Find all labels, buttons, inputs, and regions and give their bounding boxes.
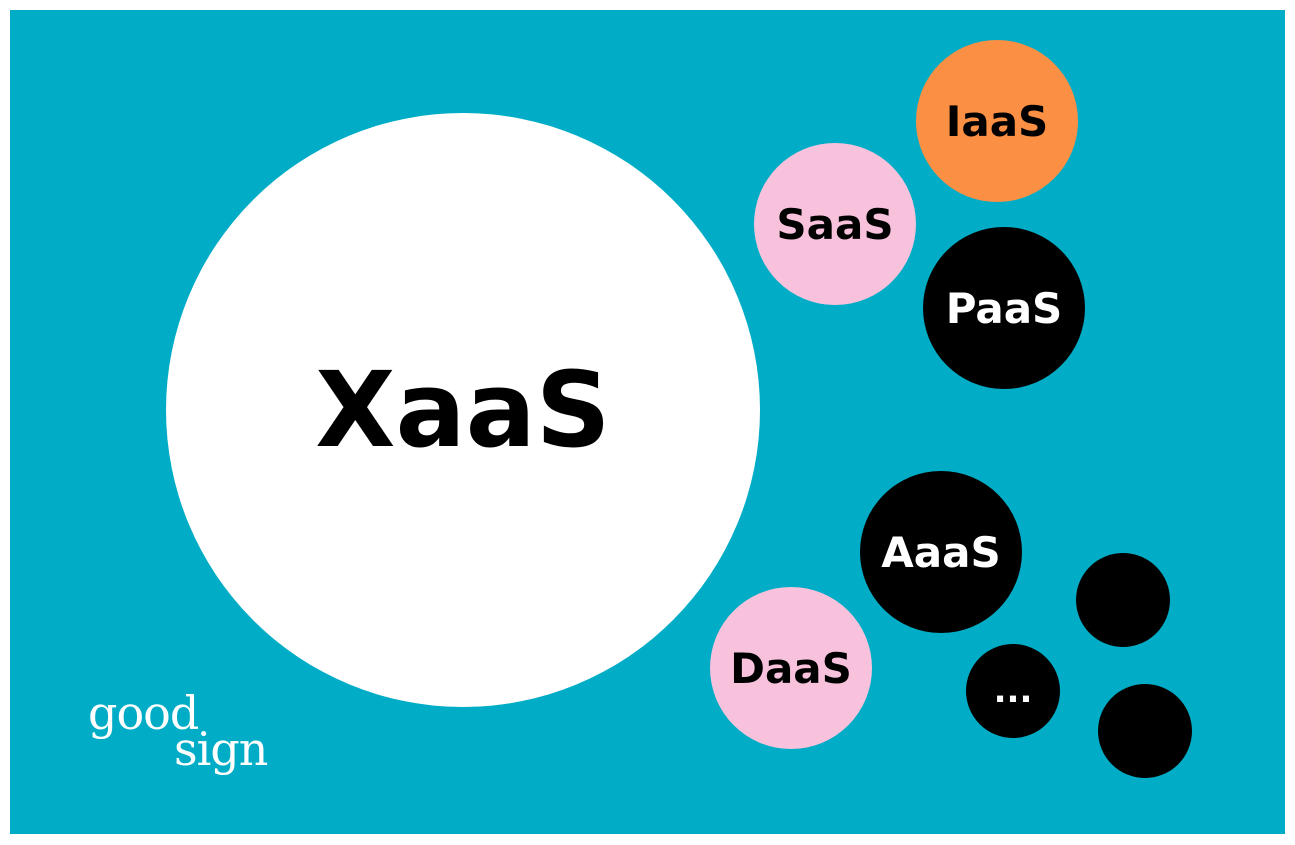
ellipsis-label: ... — [993, 671, 1033, 711]
goodsign-logo: good sign — [88, 690, 288, 790]
iaas-bubble: IaaS — [916, 40, 1078, 202]
iaas-label: IaaS — [945, 96, 1049, 146]
saas-bubble: SaaS — [754, 143, 916, 305]
paas-label: PaaS — [945, 283, 1063, 333]
xaas-main-circle: XaaS — [166, 113, 760, 707]
saas-label: SaaS — [776, 199, 894, 249]
aaas-label: AaaS — [881, 527, 1001, 577]
aaas-bubble: AaaS — [860, 471, 1022, 633]
xaas-label: XaaS — [315, 349, 611, 471]
blank-bubble-upper — [1076, 553, 1170, 647]
blank-bubble-lower — [1098, 684, 1192, 778]
logo-word-sign: sign — [174, 722, 268, 776]
daas-bubble: DaaS — [710, 587, 872, 749]
diagram-canvas: XaaS IaaS SaaS PaaS AaaS DaaS ... good s… — [10, 10, 1285, 834]
paas-bubble: PaaS — [923, 227, 1085, 389]
more-bubble: ... — [966, 644, 1060, 738]
daas-label: DaaS — [730, 643, 852, 693]
logo-word-good: good — [88, 686, 199, 740]
